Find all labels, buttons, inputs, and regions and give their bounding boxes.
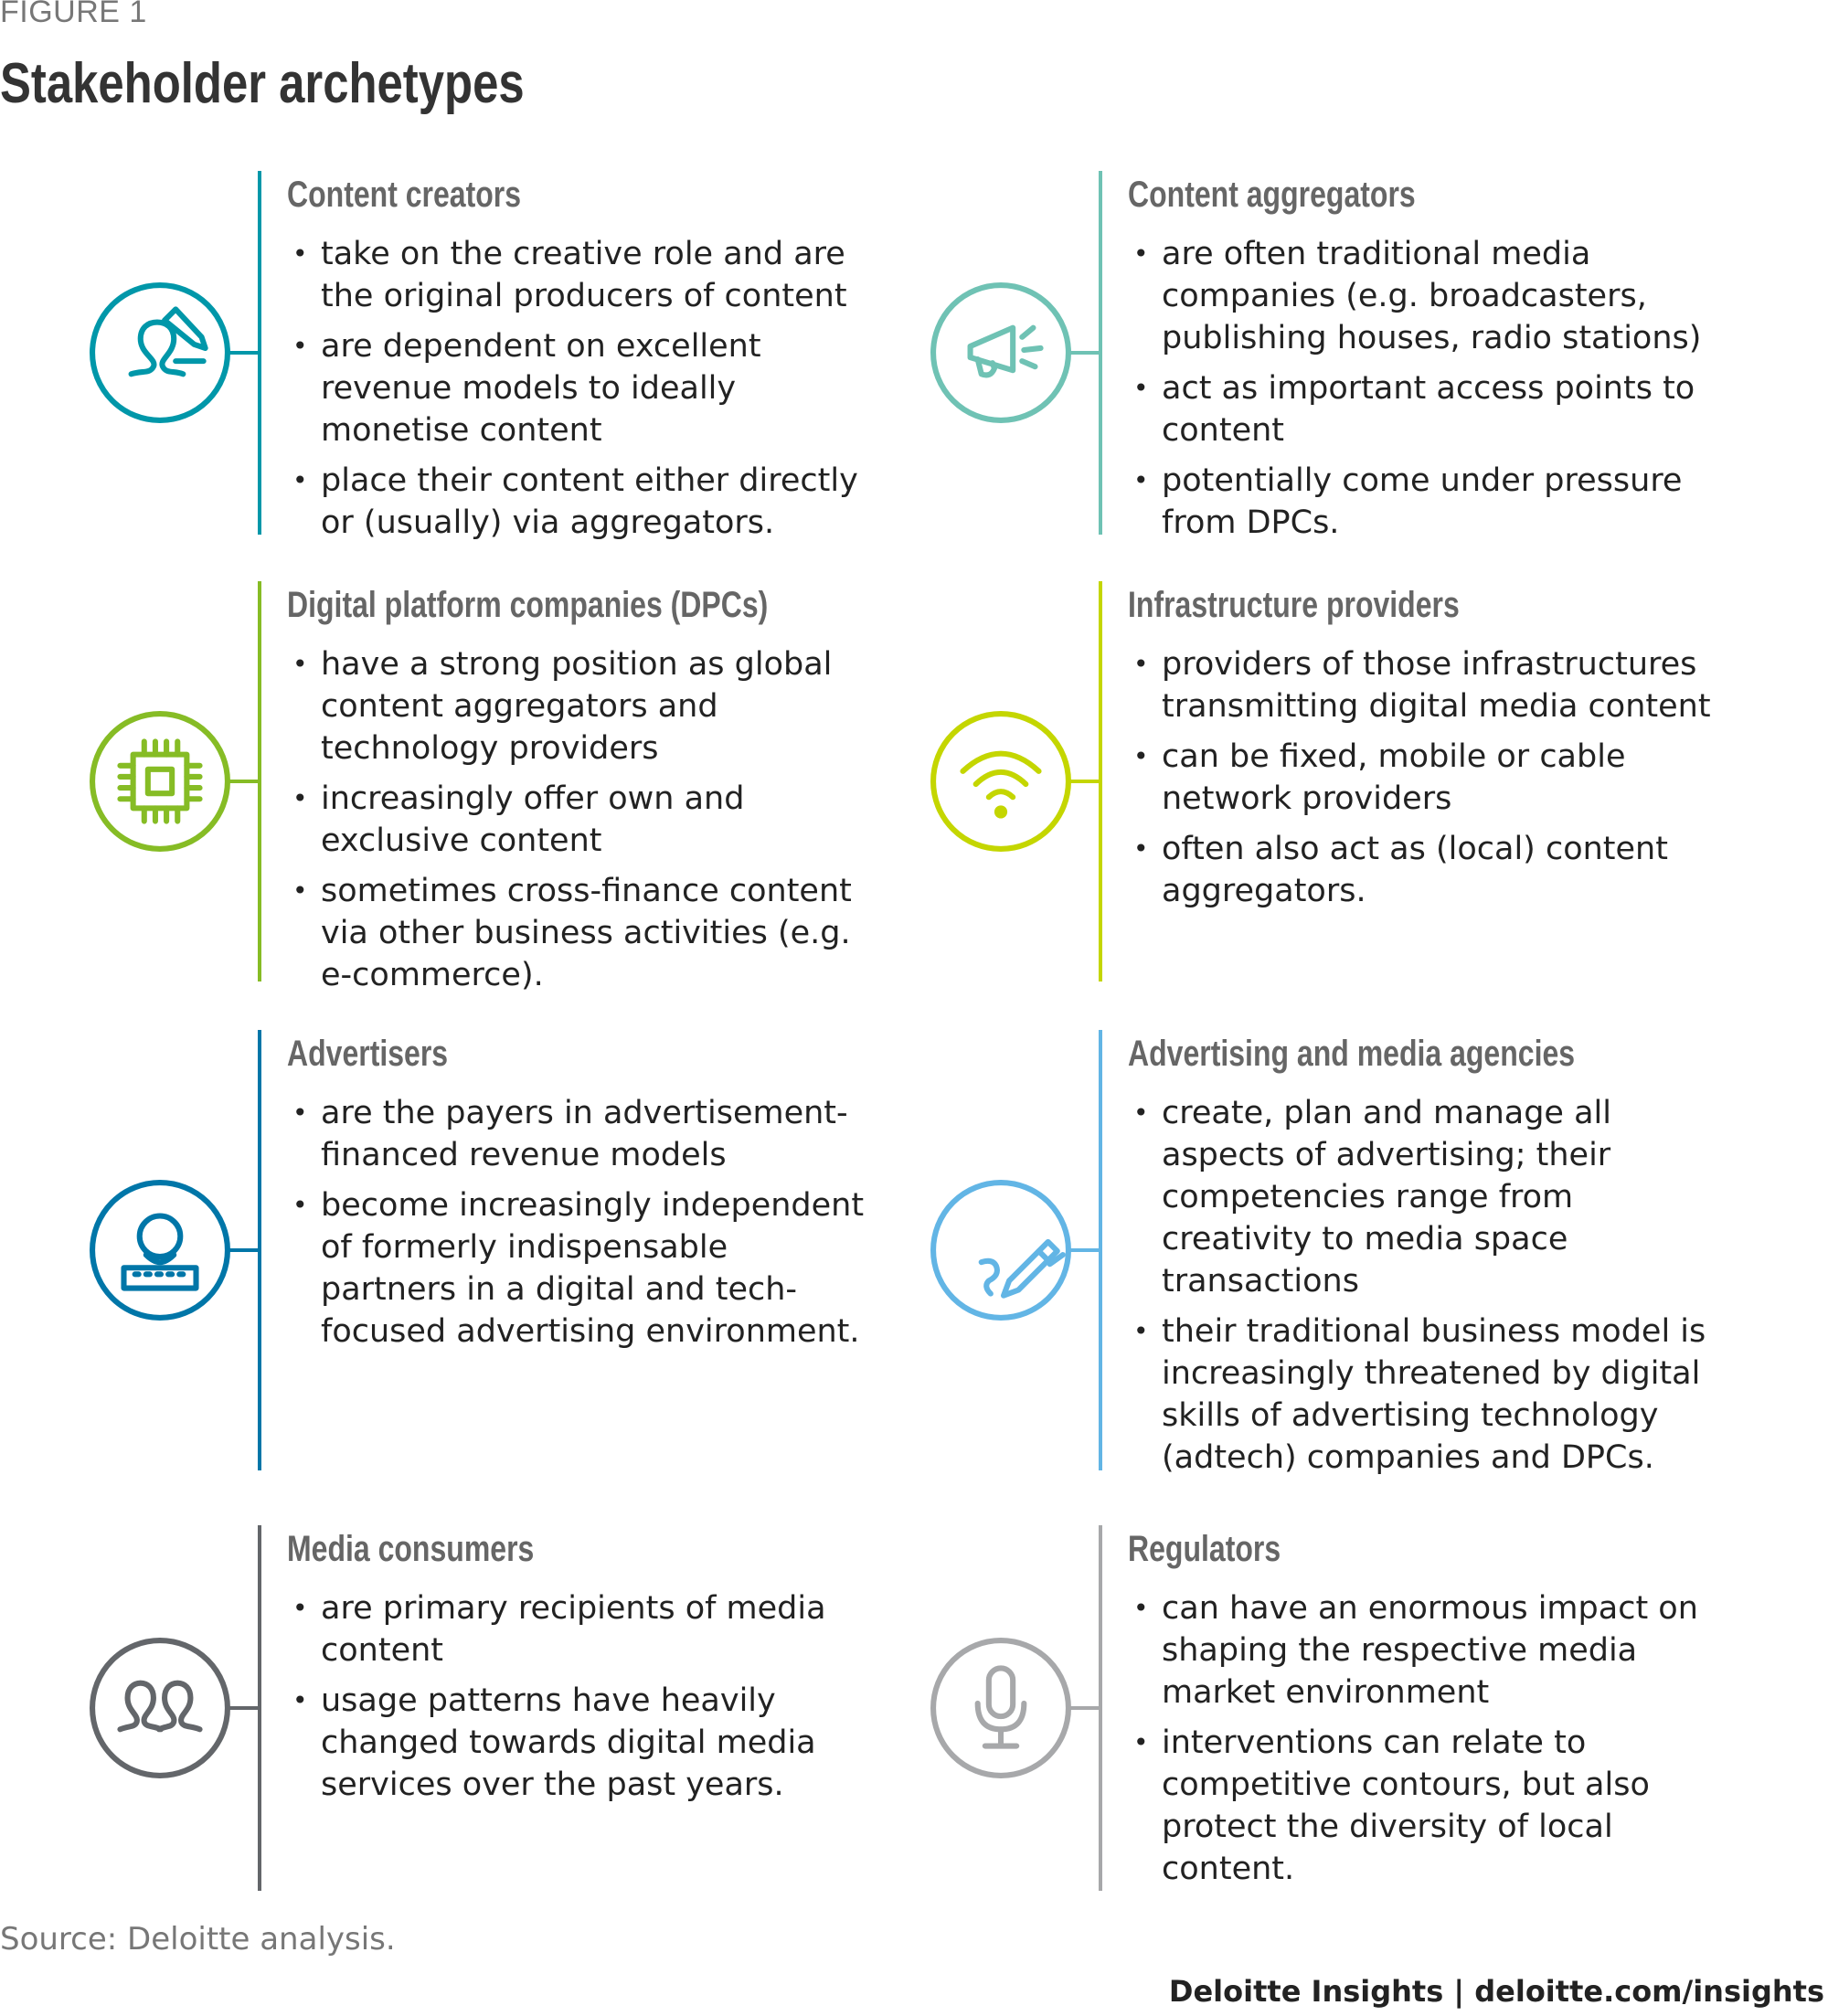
section-heading: Advertising and media agencies	[1128, 1034, 1576, 1074]
section-heading: Content creators	[287, 175, 522, 215]
divider-line	[1099, 1525, 1102, 1891]
divider-line	[1099, 171, 1102, 535]
divider-line	[258, 581, 261, 981]
stakeholder-advertisers: Advertisers are the payers in advertiseme…	[0, 1030, 914, 1470]
section-heading: Content aggregators	[1128, 175, 1416, 215]
microphone-icon	[930, 1637, 1072, 1779]
bullet-item: potentially come under pressure from DPC…	[1128, 460, 1713, 544]
person-pencil-icon	[89, 281, 231, 424]
chip-icon	[89, 710, 231, 853]
divider-line	[258, 1030, 261, 1470]
bullet-item: interventions can relate to competitive …	[1128, 1722, 1713, 1890]
stakeholder-media-consumers: Media consumers are primary recipients of…	[0, 1525, 914, 1891]
connector-line	[225, 351, 260, 355]
bullet-item: have a strong position as global content…	[287, 643, 872, 769]
connector-line	[1066, 1706, 1100, 1710]
section-content: Content aggregators are often traditional…	[1128, 171, 1713, 552]
bullet-item: place their content either directly or (…	[287, 460, 872, 544]
bullet-list: take on the creative role and are the or…	[287, 233, 872, 544]
bullet-item: are often traditional media companies (e…	[1128, 233, 1713, 359]
bullet-item: sometimes cross-finance content via othe…	[287, 870, 872, 996]
bullet-item: their traditional business model is incr…	[1128, 1310, 1713, 1479]
divider-line	[258, 171, 261, 535]
divider-line	[1099, 581, 1102, 981]
divider-line	[258, 1525, 261, 1891]
bullet-item: create, plan and manage all aspects of a…	[1128, 1092, 1713, 1302]
section-content: Digital platform companies (DPCs) have a …	[287, 581, 872, 1004]
bullet-item: are dependent on excellent revenue model…	[287, 325, 872, 451]
bullet-item: are the payers in advertisement-financed…	[287, 1092, 872, 1176]
connector-line	[1066, 780, 1100, 783]
section-heading: Media consumers	[287, 1529, 535, 1569]
divider-line	[1099, 1030, 1102, 1470]
section-heading: Regulators	[1128, 1529, 1281, 1569]
bullet-list: providers of those infrastructures trans…	[1128, 643, 1713, 912]
footer-credit: Deloitte Insights | deloitte.com/insight…	[1168, 1974, 1824, 2009]
section-heading: Digital platform companies (DPCs)	[287, 585, 769, 625]
bullet-item: are primary recipients of media content	[287, 1587, 872, 1671]
bullet-item: become increasingly independent of forme…	[287, 1184, 872, 1353]
figure-title: Stakeholder archetypes	[0, 52, 525, 115]
section-content: Infrastructure providers providers of tho…	[1128, 581, 1713, 920]
connector-line	[225, 780, 260, 783]
figure-label: FIGURE 1	[0, 0, 147, 29]
section-heading: Infrastructure providers	[1128, 585, 1460, 625]
wifi-icon	[930, 710, 1072, 853]
bullet-list: are often traditional media companies (e…	[1128, 233, 1713, 544]
person-keyboard-icon	[89, 1179, 231, 1321]
bullet-list: can have an enormous impact on shaping t…	[1128, 1587, 1713, 1890]
bullet-list: have a strong position as global content…	[287, 643, 872, 996]
megaphone-icon	[930, 281, 1072, 424]
section-content: Media consumers are primary recipients of…	[287, 1525, 872, 1814]
bullet-item: act as important access points to conten…	[1128, 367, 1713, 451]
connector-line	[1066, 1248, 1100, 1252]
source-note: Source: Deloitte analysis.	[0, 1921, 396, 1958]
pen-signature-icon	[930, 1179, 1072, 1321]
bullet-list: are primary recipients of media content u…	[287, 1587, 872, 1806]
section-heading: Advertisers	[287, 1034, 449, 1074]
section-content: Advertising and media agencies create, pl…	[1128, 1030, 1713, 1487]
bullet-item: can be fixed, mobile or cable network pr…	[1128, 736, 1713, 820]
bullet-item: usage patterns have heavily changed towa…	[287, 1680, 872, 1806]
bullet-item: providers of those infrastructures trans…	[1128, 643, 1713, 727]
section-content: Regulators can have an enormous impact on…	[1128, 1525, 1713, 1898]
stakeholder-content-aggregators: Content aggregators are often traditional…	[841, 171, 1755, 541]
stakeholder-regulators: Regulators can have an enormous impact on…	[841, 1525, 1755, 1891]
bullet-item: increasingly offer own and exclusive con…	[287, 778, 872, 862]
stakeholder-digital-platform-companies-dpcs: Digital platform companies (DPCs) have a …	[0, 581, 914, 993]
bullet-item: take on the creative role and are the or…	[287, 233, 872, 317]
bullet-list: create, plan and manage all aspects of a…	[1128, 1092, 1713, 1479]
stakeholder-content-creators: Content creators take on the creative rol…	[0, 171, 914, 541]
people-icon	[89, 1637, 231, 1779]
bullet-item: can have an enormous impact on shaping t…	[1128, 1587, 1713, 1714]
stakeholder-advertising-and-media-agencies: Advertising and media agencies create, pl…	[841, 1030, 1755, 1476]
bullet-list: are the payers in advertisement-financed…	[287, 1092, 872, 1353]
stakeholder-infrastructure-providers: Infrastructure providers providers of tho…	[841, 581, 1755, 981]
connector-line	[225, 1248, 260, 1252]
section-content: Content creators take on the creative rol…	[287, 171, 872, 552]
section-content: Advertisers are the payers in advertiseme…	[287, 1030, 872, 1361]
bullet-item: often also act as (local) content aggreg…	[1128, 828, 1713, 912]
connector-line	[225, 1706, 260, 1710]
connector-line	[1066, 351, 1100, 355]
